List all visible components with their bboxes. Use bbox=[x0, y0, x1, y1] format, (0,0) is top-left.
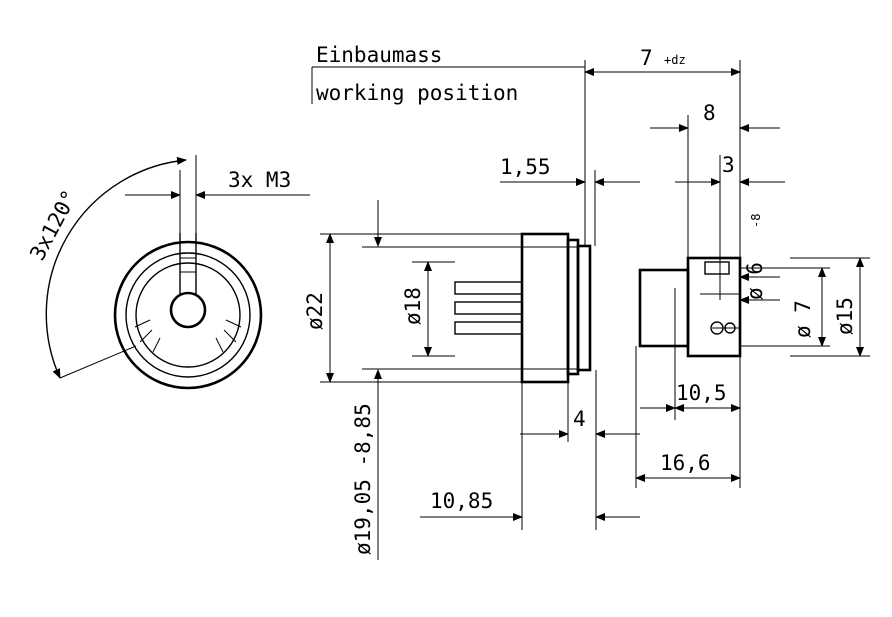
pin bbox=[454, 301, 523, 315]
einbaumass-label: Einbaumass bbox=[316, 43, 442, 67]
front-rect bbox=[576, 244, 592, 372]
front-view: 3x M3 3x120° bbox=[25, 155, 310, 390]
component-slot bbox=[704, 261, 730, 275]
dia18-label: ø18 bbox=[401, 287, 425, 325]
radial-tick bbox=[225, 319, 242, 328]
dim-155-label: 1,55 bbox=[500, 155, 551, 179]
dim-7-label: 7 bbox=[640, 46, 653, 70]
dia6-tol: -8 bbox=[749, 214, 763, 228]
angle-arc bbox=[45, 156, 187, 379]
dia22-label: ø22 bbox=[303, 292, 327, 330]
angle-label: 3x120° bbox=[25, 186, 82, 264]
radial-tick bbox=[139, 329, 153, 343]
dim-4-label: 4 bbox=[573, 407, 586, 431]
dim-7-tol: +dz bbox=[664, 53, 686, 67]
component-left bbox=[638, 268, 690, 348]
radial-tick bbox=[215, 337, 224, 353]
dim-8-label: 8 bbox=[703, 101, 716, 125]
dim-166-label: 16,6 bbox=[660, 451, 711, 475]
radial-tick bbox=[152, 337, 161, 353]
dia15-label: ø15 bbox=[833, 297, 857, 335]
dim-3-label: 3 bbox=[722, 153, 735, 177]
flange-rect bbox=[566, 238, 580, 376]
radial-tick bbox=[223, 329, 237, 343]
inner-ring bbox=[135, 262, 241, 368]
component-right bbox=[686, 256, 742, 358]
pin bbox=[454, 281, 523, 295]
bottom-dia-label: ø19,05 -8,85 bbox=[351, 403, 375, 555]
center-hole bbox=[169, 291, 207, 329]
pin bbox=[454, 321, 523, 335]
dia7-label: ø 7 bbox=[791, 300, 815, 338]
dim-105-label: 10,5 bbox=[676, 381, 727, 405]
outer-ring bbox=[113, 240, 263, 390]
body-rect bbox=[520, 232, 570, 384]
right-view: 7 +dz 8 3 ø 6 -8 ø 7 ø15 bbox=[584, 46, 870, 488]
angle-leader bbox=[59, 345, 137, 379]
working-position-label: working position bbox=[316, 81, 518, 105]
dim-1085-label: 10,85 bbox=[430, 489, 493, 513]
side-view: Einbaumass working position ø22 ø18 ø19,… bbox=[303, 43, 640, 560]
m3-label: 3x M3 bbox=[228, 168, 291, 192]
